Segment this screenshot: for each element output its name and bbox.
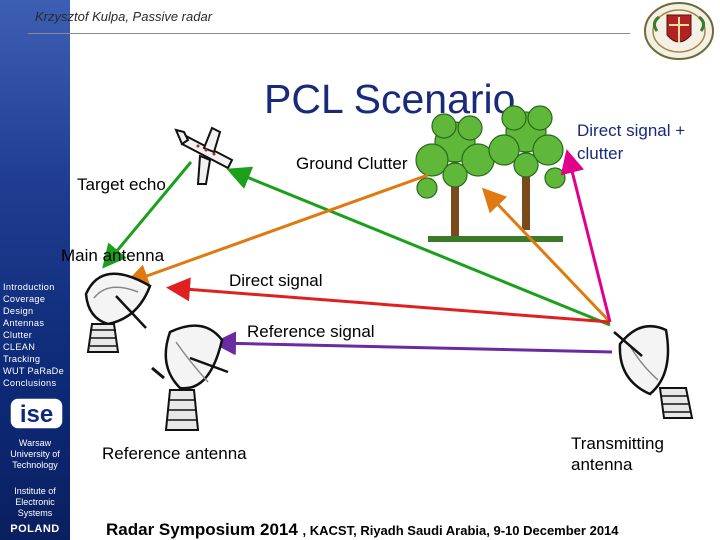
- label-direct-signal: Direct signal: [229, 271, 323, 290]
- label-direct-signal-clutter: Direct signal + clutter: [577, 121, 686, 163]
- sidebar-university: Warsaw University of Technology: [10, 438, 60, 470]
- ground-clutter-trees-icon: [415, 105, 566, 242]
- ise-logo-icon: ise: [9, 397, 64, 430]
- nav-item-design[interactable]: Design: [3, 306, 34, 316]
- nav-item-introduction[interactable]: Introduction: [3, 282, 55, 292]
- direct-clutter-path: [560, 149, 612, 323]
- nav-item-conclusions[interactable]: Conclusions: [3, 378, 57, 388]
- airplane-target-icon: [174, 126, 234, 185]
- nav-item-antennas[interactable]: Antennas: [3, 318, 45, 328]
- transmitting-antenna-icon: [613, 325, 694, 419]
- nav-item-wut-parade[interactable]: WUT PaRaDe: [3, 366, 65, 376]
- label-target-echo: Target echo: [77, 175, 166, 194]
- target-illumination-path: [226, 166, 611, 327]
- sidebar-institute: Institute of Electronic Systems: [14, 486, 56, 518]
- main-antenna-icon: [84, 272, 152, 353]
- ground-clutter-path: [124, 173, 429, 288]
- label-reference-antenna: Reference antenna: [102, 444, 247, 463]
- label-transmitting-antenna: Transmitting antenna: [571, 434, 664, 474]
- university-crest-icon: [644, 2, 714, 60]
- clutter-illumination-path: [481, 187, 612, 324]
- target-echo-path: [102, 161, 193, 269]
- footer-details: , KACST, Riyadh Saudi Arabia, 9-10 Decem…: [302, 523, 619, 538]
- reference-signal-path: [212, 331, 613, 356]
- ise-logo-text: ise: [20, 401, 53, 428]
- footer: Radar Symposium 2014 , KACST, Riyadh Sau…: [106, 520, 619, 540]
- nav-item-clutter[interactable]: Clutter: [3, 330, 33, 340]
- sidebar-country: POLAND: [10, 523, 60, 535]
- nav-item-coverage[interactable]: Coverage: [3, 294, 46, 304]
- label-ground-clutter: Ground Clutter: [296, 154, 408, 173]
- header-author: Krzysztof Kulpa, Passive radar: [35, 9, 213, 24]
- page-title: PCL Scenario: [264, 76, 516, 122]
- nav-item-clean[interactable]: CLEAN: [3, 342, 36, 352]
- direct-signal-path: [166, 277, 611, 324]
- label-reference-signal: Reference signal: [247, 322, 375, 341]
- label-main-antenna: Main antenna: [61, 246, 165, 265]
- header-divider: [28, 33, 630, 34]
- footer-event: Radar Symposium 2014: [106, 520, 303, 539]
- sidebar-nav: Introduction Coverage Design Antennas Cl…: [3, 281, 64, 389]
- reference-antenna-icon: [151, 324, 229, 431]
- nav-item-tracking[interactable]: Tracking: [3, 354, 41, 364]
- sidebar: [0, 0, 70, 540]
